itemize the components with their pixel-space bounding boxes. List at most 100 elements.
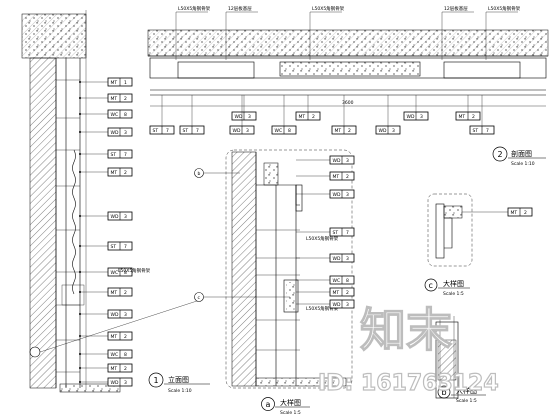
elevation-tag-5-code: MT [111, 170, 118, 176]
section-top-label-2: L50X5角钢骨架 [312, 5, 345, 12]
elevation-tag-14: WD 3 [107, 377, 133, 387]
detail-a-tag-5-num: 8 [346, 278, 349, 284]
detail-a-tag-6: MT 2 [329, 287, 355, 297]
elevation-tag-9-code: MT [111, 290, 118, 296]
section-top-tag-3: MT 2 [455, 111, 481, 121]
section-view-number: 2 [498, 150, 503, 159]
elevation-tag-11: MT 2 [107, 331, 133, 341]
elevation-view-number: 1 [154, 376, 159, 385]
detail-a-tag-2-code: WD [333, 192, 341, 198]
detail-a-tag-7-num: 3 [346, 302, 349, 308]
elevation-tag-4-code: ST [111, 152, 117, 158]
section-dim-label: 3600 [342, 100, 354, 106]
detail-a-tag-3-code: ST [333, 230, 339, 236]
detail-a-tag-0: WD 3 [329, 155, 355, 165]
detail-a-wall-hatch [231, 151, 257, 387]
elevation-tag-0: MT 1 [107, 77, 133, 87]
elevation-tag-11-num: 2 [124, 334, 127, 340]
section-bottom-tag-5-num: 3 [392, 128, 395, 134]
detail-c-dashed-boundary [427, 193, 473, 267]
section-view-title: 剖面图 [511, 149, 532, 158]
section-bottom-tag-0-num: 7 [166, 128, 169, 134]
detail-a-tag-4-code: WD [333, 256, 341, 262]
elevation-floor [59, 383, 121, 393]
detail-a-tag-2-num: 3 [346, 192, 349, 198]
elevation-title-block: 1 立面图 Scale 1:10 [148, 372, 210, 394]
elevation-tag-11-code: MT [111, 334, 118, 340]
detail-c-scale: Scale 1:5 [443, 291, 464, 297]
section-bottom-tag-1-num: 7 [196, 128, 199, 134]
detail-a-tag-0-code: WD [333, 158, 341, 164]
detail-a-tag-3-num: 7 [346, 230, 349, 236]
detail-a-tag-0-num: 3 [346, 158, 349, 164]
elevation-tag-8-code: WC [111, 270, 119, 276]
section-top-label-3: 12层板基层 [444, 5, 468, 12]
detail-a-tag-6-code: MT [333, 290, 340, 296]
elevation-tag-2-num: 8 [124, 112, 127, 118]
detail-a-tag-2: WD 3 [329, 189, 355, 199]
elevation-view-scale: Scale 1:10 [168, 388, 192, 394]
section-top-tag-3-num: 2 [472, 114, 475, 120]
section-bottom-tag-3-code: WC [275, 128, 283, 134]
detail-b-title-block: b 大样图 Scale 1:5 [437, 385, 486, 404]
elevation-tag-0-num: 1 [124, 80, 127, 86]
section-bottom-tag-2-num: 3 [246, 128, 249, 134]
elevation-tag-12-num: 8 [124, 352, 127, 358]
detail-a-tag-1-code: MT [333, 174, 340, 180]
elevation-wall-hatch [29, 57, 57, 389]
detail-a-letter: a [266, 400, 271, 409]
detail-a-tag-5-code: WC [333, 278, 341, 284]
watermark-id: ID: 161763124 [318, 371, 499, 396]
detail-a-tag-7-code: WD [333, 302, 341, 308]
section-view-scale: Scale 1:10 [511, 161, 535, 167]
elevation-tag-0-code: MT [111, 80, 118, 86]
section-bottom-tag-6-code: ST [473, 128, 479, 134]
section-top-tag-3-code: MT [459, 114, 466, 120]
elevation-stone-inlay [72, 149, 76, 295]
section-bottom-tag-2-code: WD [233, 128, 241, 134]
elevation-tag-14-code: WD [111, 380, 119, 386]
elevation-view-title: 立面图 [168, 375, 189, 384]
elevation-panel-joints [56, 79, 80, 373]
elevation-tag-3-num: 3 [124, 130, 127, 136]
section-top-tag-2-code: MT [299, 114, 306, 120]
elevation-tag-3: WD 3 [107, 127, 133, 137]
watermark: 知末 ID: 161763124 [317, 302, 499, 396]
detail-c-title: 大样图 [443, 279, 464, 288]
section-bottom-tag-3: WC 8 [271, 125, 297, 135]
section-bottom-tag-3-num: 8 [288, 128, 291, 134]
elevation-tag-14-num: 3 [124, 380, 127, 386]
detail-b-title: 大样图 [456, 386, 477, 395]
detail-a-side-label-2: L50X5角钢骨架 [306, 305, 339, 312]
watermark-brand: 知末 [360, 303, 452, 357]
detail-a-callout-c [194, 292, 204, 302]
elevation-tag-3-code: WD [111, 130, 119, 136]
section-bottom-tag-1: ST 7 [179, 125, 205, 135]
elevation-tag-2-code: WC [111, 112, 119, 118]
section-bottom-tag-6-num: 7 [486, 128, 489, 134]
section-title-block: 2 剖面图 Scale 1:10 [492, 146, 546, 167]
elevation-tag-7-code: ST [111, 244, 117, 250]
elevation-tag-10-num: 3 [124, 312, 127, 318]
detail-a-tag-7: WD 3 [329, 299, 355, 309]
detail-a-tag-6-num: 2 [346, 290, 349, 296]
elevation-mid-label: L50X5角钢骨架 [118, 267, 151, 274]
detail-c-title-block: c 大样图 Scale 1:5 [424, 278, 470, 297]
section-bottom-tag-6: ST 7 [469, 125, 495, 135]
section-bottom-tag-1-code: ST [183, 128, 189, 134]
elevation-tag-6-num: 3 [124, 214, 127, 220]
section-top-label-0: L50X5角钢骨架 [178, 5, 211, 12]
